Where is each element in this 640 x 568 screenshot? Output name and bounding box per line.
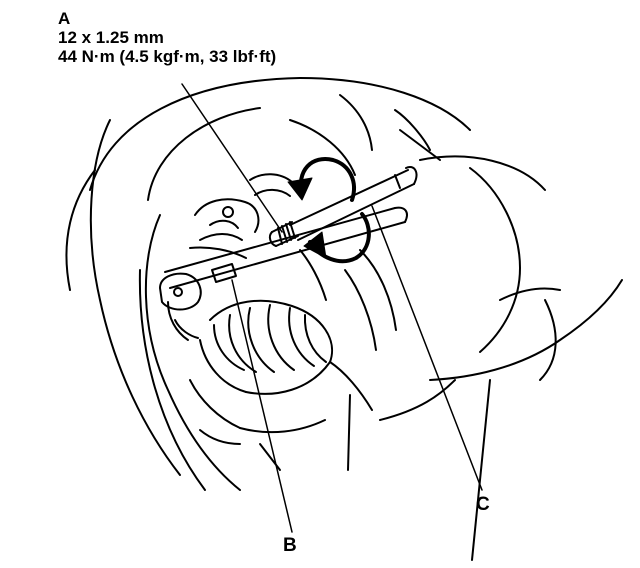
tie-rod-end — [159, 272, 202, 341]
callout-a-size: 12 x 1.25 mm — [58, 28, 164, 47]
body-panel — [379, 155, 623, 561]
strut-region — [249, 94, 441, 197]
knuckle-cluster — [189, 198, 260, 259]
rotation-arrow-lower — [303, 212, 371, 264]
leader-a — [181, 83, 283, 233]
leader-lines — [181, 83, 483, 533]
callout-a-torque: 44 N·m (4.5 kgf·m, 33 lbf·ft) — [58, 47, 277, 66]
wrench-extension — [289, 166, 418, 241]
callout-a-label: A — [58, 9, 71, 28]
rotation-arrow-upper — [287, 157, 356, 202]
leader-b — [231, 279, 293, 533]
adjusting-sleeve — [268, 221, 299, 247]
callout-a-block: A 12 x 1.25 mm 44 N·m (4.5 kgf·m, 33 lbf… — [58, 9, 276, 66]
callout-c-label: C — [476, 494, 490, 515]
bracket — [211, 263, 237, 283]
leader-c — [371, 205, 483, 491]
lower-components — [189, 249, 397, 471]
callout-b-label: B — [283, 535, 297, 556]
wheel-well-outline — [65, 77, 471, 491]
cv-boot — [199, 299, 333, 395]
